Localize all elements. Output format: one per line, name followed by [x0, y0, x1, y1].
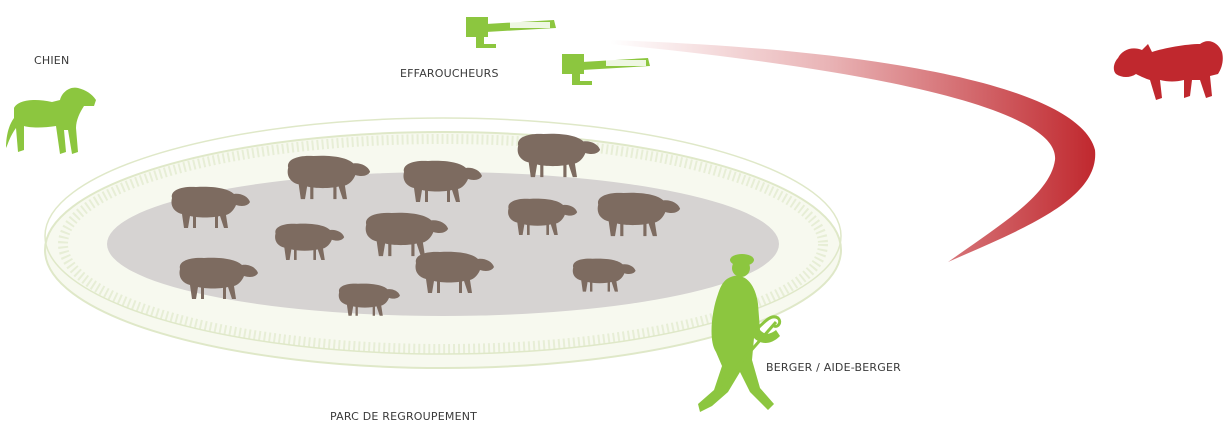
scarers-label: EFFAROUCHEURS [400, 67, 499, 80]
scarer-icon [466, 17, 556, 48]
dog-icon [6, 88, 96, 154]
enclosure-label: PARC DE REGROUPEMENT [330, 410, 477, 423]
scarer-icon [562, 54, 650, 85]
wolf-icon [1114, 41, 1223, 100]
shepherd-label: BERGER / AIDE-BERGER [766, 361, 901, 374]
dog-label: CHIEN [34, 54, 69, 67]
